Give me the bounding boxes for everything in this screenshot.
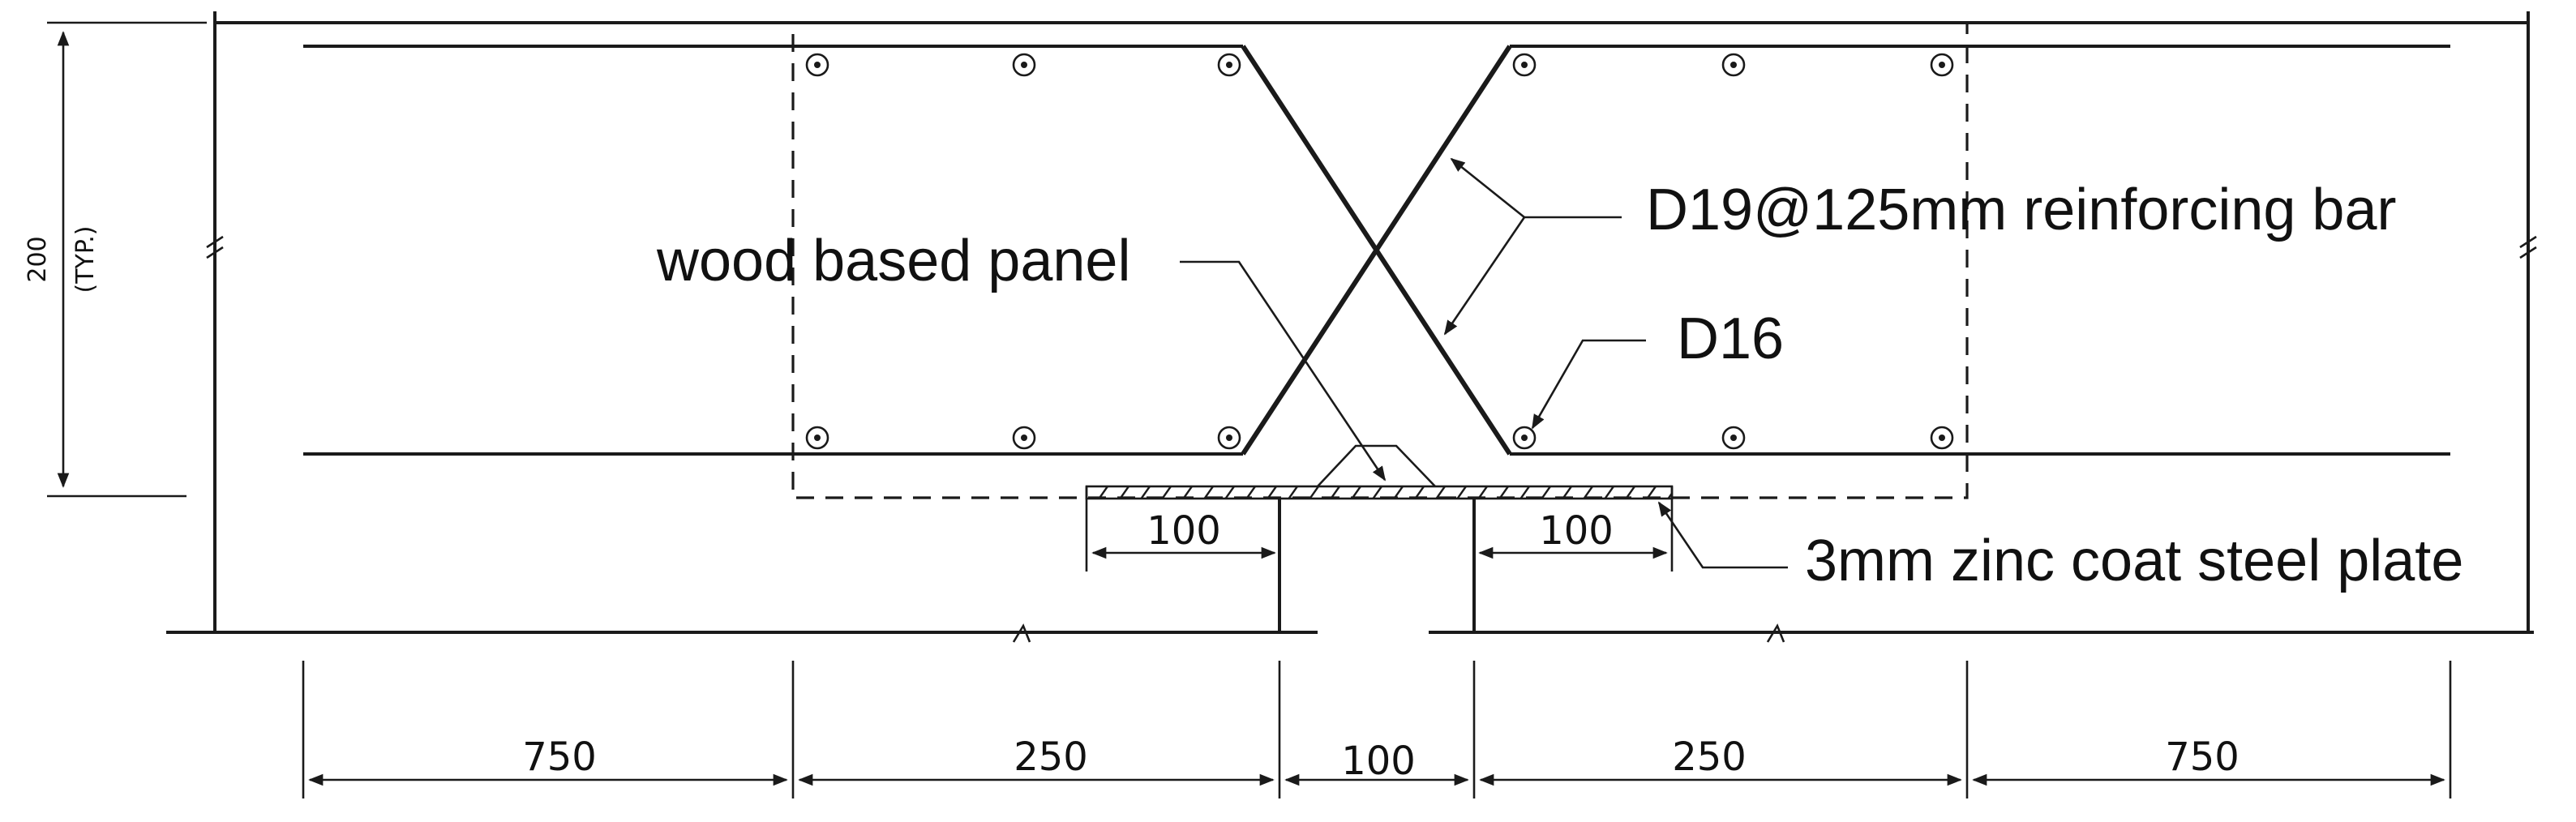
diagonal-bar-2 [1241, 45, 1512, 456]
bar-section-1 [805, 53, 829, 77]
bottom-dimension-5: 750 [2165, 734, 2240, 780]
bar-section-2 [1012, 53, 1036, 77]
d16-label: D16 [1677, 306, 1784, 371]
slab-outline [206, 11, 2537, 632]
leader-lines [1180, 157, 1788, 569]
plate-dimension-left: 100 [1147, 508, 1221, 554]
bar-section-11 [1721, 426, 1746, 450]
bar-section-3 [1217, 53, 1241, 77]
wood-based-panel-label: wood based panel [656, 229, 1130, 293]
bar-section-9 [1217, 426, 1241, 450]
height-dimension-value: 200 [24, 236, 52, 282]
bar-section-12 [1930, 426, 1954, 450]
support-walls [1278, 498, 1476, 634]
wood-wedge [1317, 444, 1436, 487]
bottom-dimensions: 750 250 100 250 750 [302, 661, 2452, 798]
plate-dimensions: 100 100 [1085, 486, 1674, 572]
steel-plate-label: 3mm zinc coat steel plate [1805, 529, 2463, 593]
bottom-dimension-4: 250 [1672, 734, 1747, 780]
bar-section-6 [1930, 53, 1954, 77]
bar-section-5 [1721, 53, 1746, 77]
bottom-dimension-1: 750 [522, 734, 597, 780]
reinforcing-bar-label: D19@125mm reinforcing bar [1646, 178, 2397, 242]
d16-bars [805, 53, 1954, 450]
slab-bottom-edge [166, 623, 2534, 643]
bar-section-8 [1012, 426, 1036, 450]
height-dimension: 200 (TYP.) [24, 21, 207, 498]
bottom-dimension-3: 100 [1341, 739, 1416, 784]
bar-section-10 [1512, 426, 1537, 450]
bar-section-4 [1512, 53, 1537, 77]
reinforcing-bars [303, 45, 2450, 456]
bottom-dimension-2: 250 [1014, 734, 1088, 780]
bar-section-7 [805, 426, 829, 450]
height-dimension-note: (TYP.) [71, 225, 100, 293]
plate-dimension-right: 100 [1539, 508, 1614, 554]
